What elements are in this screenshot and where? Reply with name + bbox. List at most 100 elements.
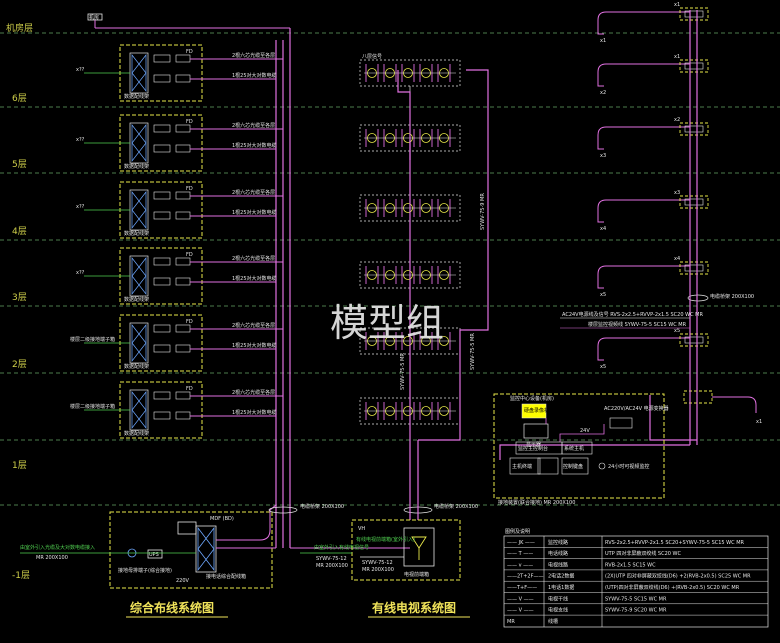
tv-top-tag: 八层信号	[362, 53, 382, 60]
cabling-risers	[275, 28, 291, 548]
svg-text:VH: VH	[358, 526, 365, 532]
fd-pair-label-2: 1根25对大对数电缆	[232, 209, 277, 216]
svg-text:主机终端: 主机终端	[512, 463, 532, 470]
svg-text:MR 200X100: MR 200X100	[36, 555, 68, 561]
legend-name: 电话线路	[548, 550, 568, 557]
fd-pair-label-1: 2根六芯光缆至各层	[232, 52, 275, 59]
fd-side-label: x??	[76, 270, 85, 276]
svg-text:由室外引入有线电视信号: 由室外引入有线电视信号	[314, 544, 369, 551]
camera-unit-7: x1	[683, 390, 762, 425]
floor-label-3: 3层	[12, 292, 27, 303]
tv-floor-unit-4	[359, 261, 461, 296]
tv-headend: VH 有线电视前端箱(室外引入) SYWV-75-12 MR 200X100 电…	[300, 519, 461, 581]
title-tv: 有线电视系统图	[372, 600, 456, 615]
legend-symbol: MR	[507, 619, 515, 625]
fd-small-label: 数据配线架	[124, 163, 149, 170]
title-cabling: 综合布线系统图	[130, 600, 214, 615]
svg-text:SYWV-75-12: SYWV-75-12	[362, 560, 393, 566]
fd-side-label: 楼层二级接地端子箱	[70, 403, 115, 410]
svg-text:24小时可视频监控: 24小时可视频监控	[608, 463, 649, 470]
camera-label: x3	[600, 153, 606, 159]
fd-small-label: 数据配线架	[124, 93, 149, 100]
fd-small-label: 数据配线架	[124, 363, 149, 370]
svg-text:电视前端箱: 电视前端箱	[404, 571, 429, 578]
mdf-box: MDF (BD) 220V 接电话综合配线箱 UPS 由室外引入光缆及大对数电缆…	[20, 504, 410, 589]
fd-side-label: 楼层二级接地端子箱	[70, 336, 115, 343]
camera-tag: x2	[674, 117, 680, 123]
svg-text:AC220V/AC24V 电源变换器: AC220V/AC24V 电源变换器	[604, 405, 669, 412]
camera-tag: x3	[674, 190, 680, 196]
legend-spec: RVB-2x1.5 SC15 WC	[605, 562, 656, 568]
svg-text:接地装置(联合接地) MR 200X100: 接地装置(联合接地) MR 200X100	[498, 499, 575, 506]
legend-name: 监控线路	[548, 539, 568, 546]
legend-symbol: ——T+F——	[507, 585, 537, 591]
floor-label-2: 2层	[12, 359, 27, 370]
camera-label: x5	[600, 364, 606, 370]
svg-text:MR 200X100: MR 200X100	[316, 563, 348, 569]
svg-text:显示器: 显示器	[526, 442, 541, 448]
svg-text:监控中心设备(机房): 监控中心设备(机房)	[510, 395, 554, 402]
svg-text:SYWV-75-5 MR: SYWV-75-5 MR	[400, 353, 406, 390]
svg-text:SYWV-75-12: SYWV-75-12	[316, 556, 347, 562]
svg-text:机房: 机房	[89, 14, 99, 21]
legend-name: 线槽	[548, 618, 558, 625]
legend-spec: (UTP)四对非屏蔽双绞线(D6) +(RVB-2x0.5) SC20 WC M…	[605, 584, 740, 591]
monitor-center: 监控中心设备(机房) 硬盘录像机 AC220V/AC24V 电源变换器 24V …	[493, 393, 669, 506]
svg-text:220V: 220V	[176, 578, 190, 584]
fd-label: FD	[186, 252, 193, 258]
legend-name: 电视支线	[548, 607, 568, 614]
legend-row: MR 线槽	[507, 618, 558, 625]
legend-symbol: ——2T+2F——	[507, 574, 543, 580]
svg-text:系统主机: 系统主机	[564, 445, 584, 452]
fd-small-label: 数据配线架	[124, 230, 149, 237]
camera-unit-4: x4 x3	[597, 190, 709, 232]
camera-label: x4	[600, 226, 606, 232]
legend-symbol: —— V ——	[507, 608, 534, 614]
svg-text:MDF (BD): MDF (BD)	[210, 516, 234, 522]
legend-name: 电视线路	[548, 561, 568, 568]
legend-row: ——T+F——1电话1数据(UTP)四对非屏蔽双绞线(D6) +(RVB-2x0…	[504, 584, 768, 593]
camera-label: x1	[600, 38, 606, 44]
svg-text:硬盘录像机: 硬盘录像机	[524, 407, 549, 414]
legend-symbol: —— T ——	[507, 551, 533, 557]
svg-text:图例及说明: 图例及说明	[505, 528, 530, 535]
legend-symbol: —— v ——	[507, 562, 533, 568]
svg-text:有线电视前端箱(室外引入): 有线电视前端箱(室外引入)	[356, 536, 415, 543]
svg-text:监控主控制台: 监控主控制台	[518, 445, 548, 452]
svg-text:MR 200X100: MR 200X100	[362, 567, 394, 573]
tray-label-1: 电缆桥架 200X100	[300, 503, 344, 510]
legend-name: 2电话2数据	[548, 573, 574, 580]
svg-text:SYWV-75-5 MR: SYWV-75-5 MR	[470, 333, 476, 370]
fd-label: FD	[186, 186, 193, 192]
fd-label: FD	[186, 119, 193, 125]
right-cable-notes: AC24V电源线及信号 RVS-2x2.5+RVVP-2x1.5 SC20 WC…	[560, 311, 703, 329]
fd-boxes: FD 数据配线架 x?? 2根六芯光缆至各层 1根25对大对数电缆 FD 数据配线架 x?? 2…	[70, 44, 283, 439]
fd-side-label: x??	[76, 137, 85, 143]
tray-label-2: 电缆桥架 200X100	[434, 503, 478, 510]
fd-pair-label-1: 2根六芯光缆至各层	[232, 322, 275, 329]
camera-unit-1: x1 x1	[597, 2, 709, 44]
fd-pair-label-2: 1根25对大对数电缆	[232, 275, 277, 282]
fd-pair-label-1: 2根六芯光缆至各层	[232, 122, 275, 129]
fd-side-label: x??	[76, 67, 85, 73]
floor-label-1: 1层	[12, 460, 27, 471]
camera-tag: x5	[674, 328, 680, 334]
right-risers	[499, 10, 698, 460]
camera-label: x1	[756, 419, 762, 425]
camera-tag: x1	[674, 2, 680, 8]
legend-symbol: —— JK ——	[507, 540, 535, 546]
svg-text:UPS: UPS	[149, 552, 159, 558]
tray-label-right: 电缆桥架 200X100	[710, 293, 754, 300]
floor-label-roof: 机房层	[6, 22, 33, 34]
watermark: 模型组	[330, 301, 444, 345]
